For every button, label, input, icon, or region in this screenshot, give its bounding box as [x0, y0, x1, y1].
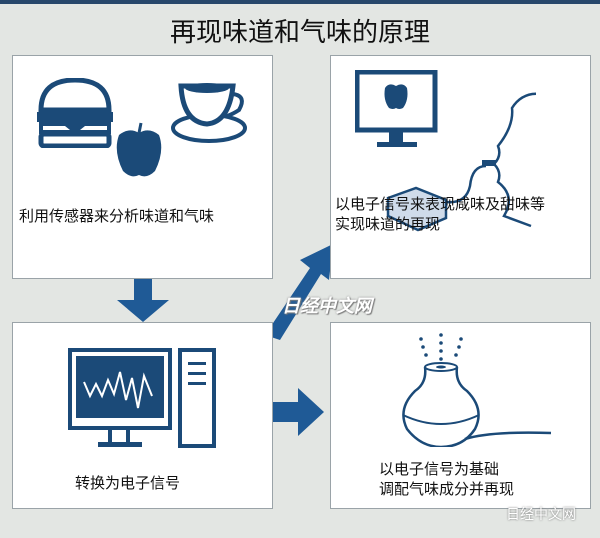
caption-line: 实现味道的再现 [335, 215, 441, 233]
tasting-device-icon [386, 92, 536, 232]
step-reproduce-taste-caption: 以电子信号来表现咸味及甜味等 实现味道的再现 [335, 194, 545, 234]
top-bar [0, 0, 600, 4]
watermark: 日经中文网 [282, 296, 372, 317]
arrow-right [270, 388, 324, 436]
step-convert-box: 转换为电子信号 [12, 322, 273, 509]
caption-line: 以电子信号为基础 [379, 460, 500, 478]
arrow-diagonal [265, 244, 333, 340]
coffee-cup-icon [171, 83, 247, 143]
step-reproduce-taste-box: 以电子信号来表现咸味及甜味等 实现味道的再现 [330, 55, 591, 279]
step-reproduce-smell-box: 以电子信号为基础 调配气味成分并再现 [330, 322, 591, 509]
aroma-diffuser-icon [402, 333, 552, 447]
step-analyze-box: 利用传感器来分析味道和气味 [12, 55, 273, 279]
arrow-down [117, 276, 169, 322]
caption-line: 以电子信号来表现咸味及甜味等 [335, 195, 546, 213]
apple-icon [116, 122, 162, 177]
step-reproduce-smell-caption: 以电子信号为基础 调配气味成分并再现 [379, 459, 514, 499]
footer-watermark: 日经中文网 [506, 507, 576, 523]
step-analyze-caption: 利用传感器来分析味道和气味 [19, 207, 215, 225]
diagram-title: 再现味道和气味的原理 [169, 18, 430, 48]
caption-line: 调配气味成分并再现 [379, 480, 515, 498]
hamburger-icon [37, 78, 113, 148]
step-convert-caption: 转换为电子信号 [75, 474, 181, 492]
monitor-apple-icon [355, 70, 438, 147]
computer-waveform-icon [68, 348, 216, 448]
